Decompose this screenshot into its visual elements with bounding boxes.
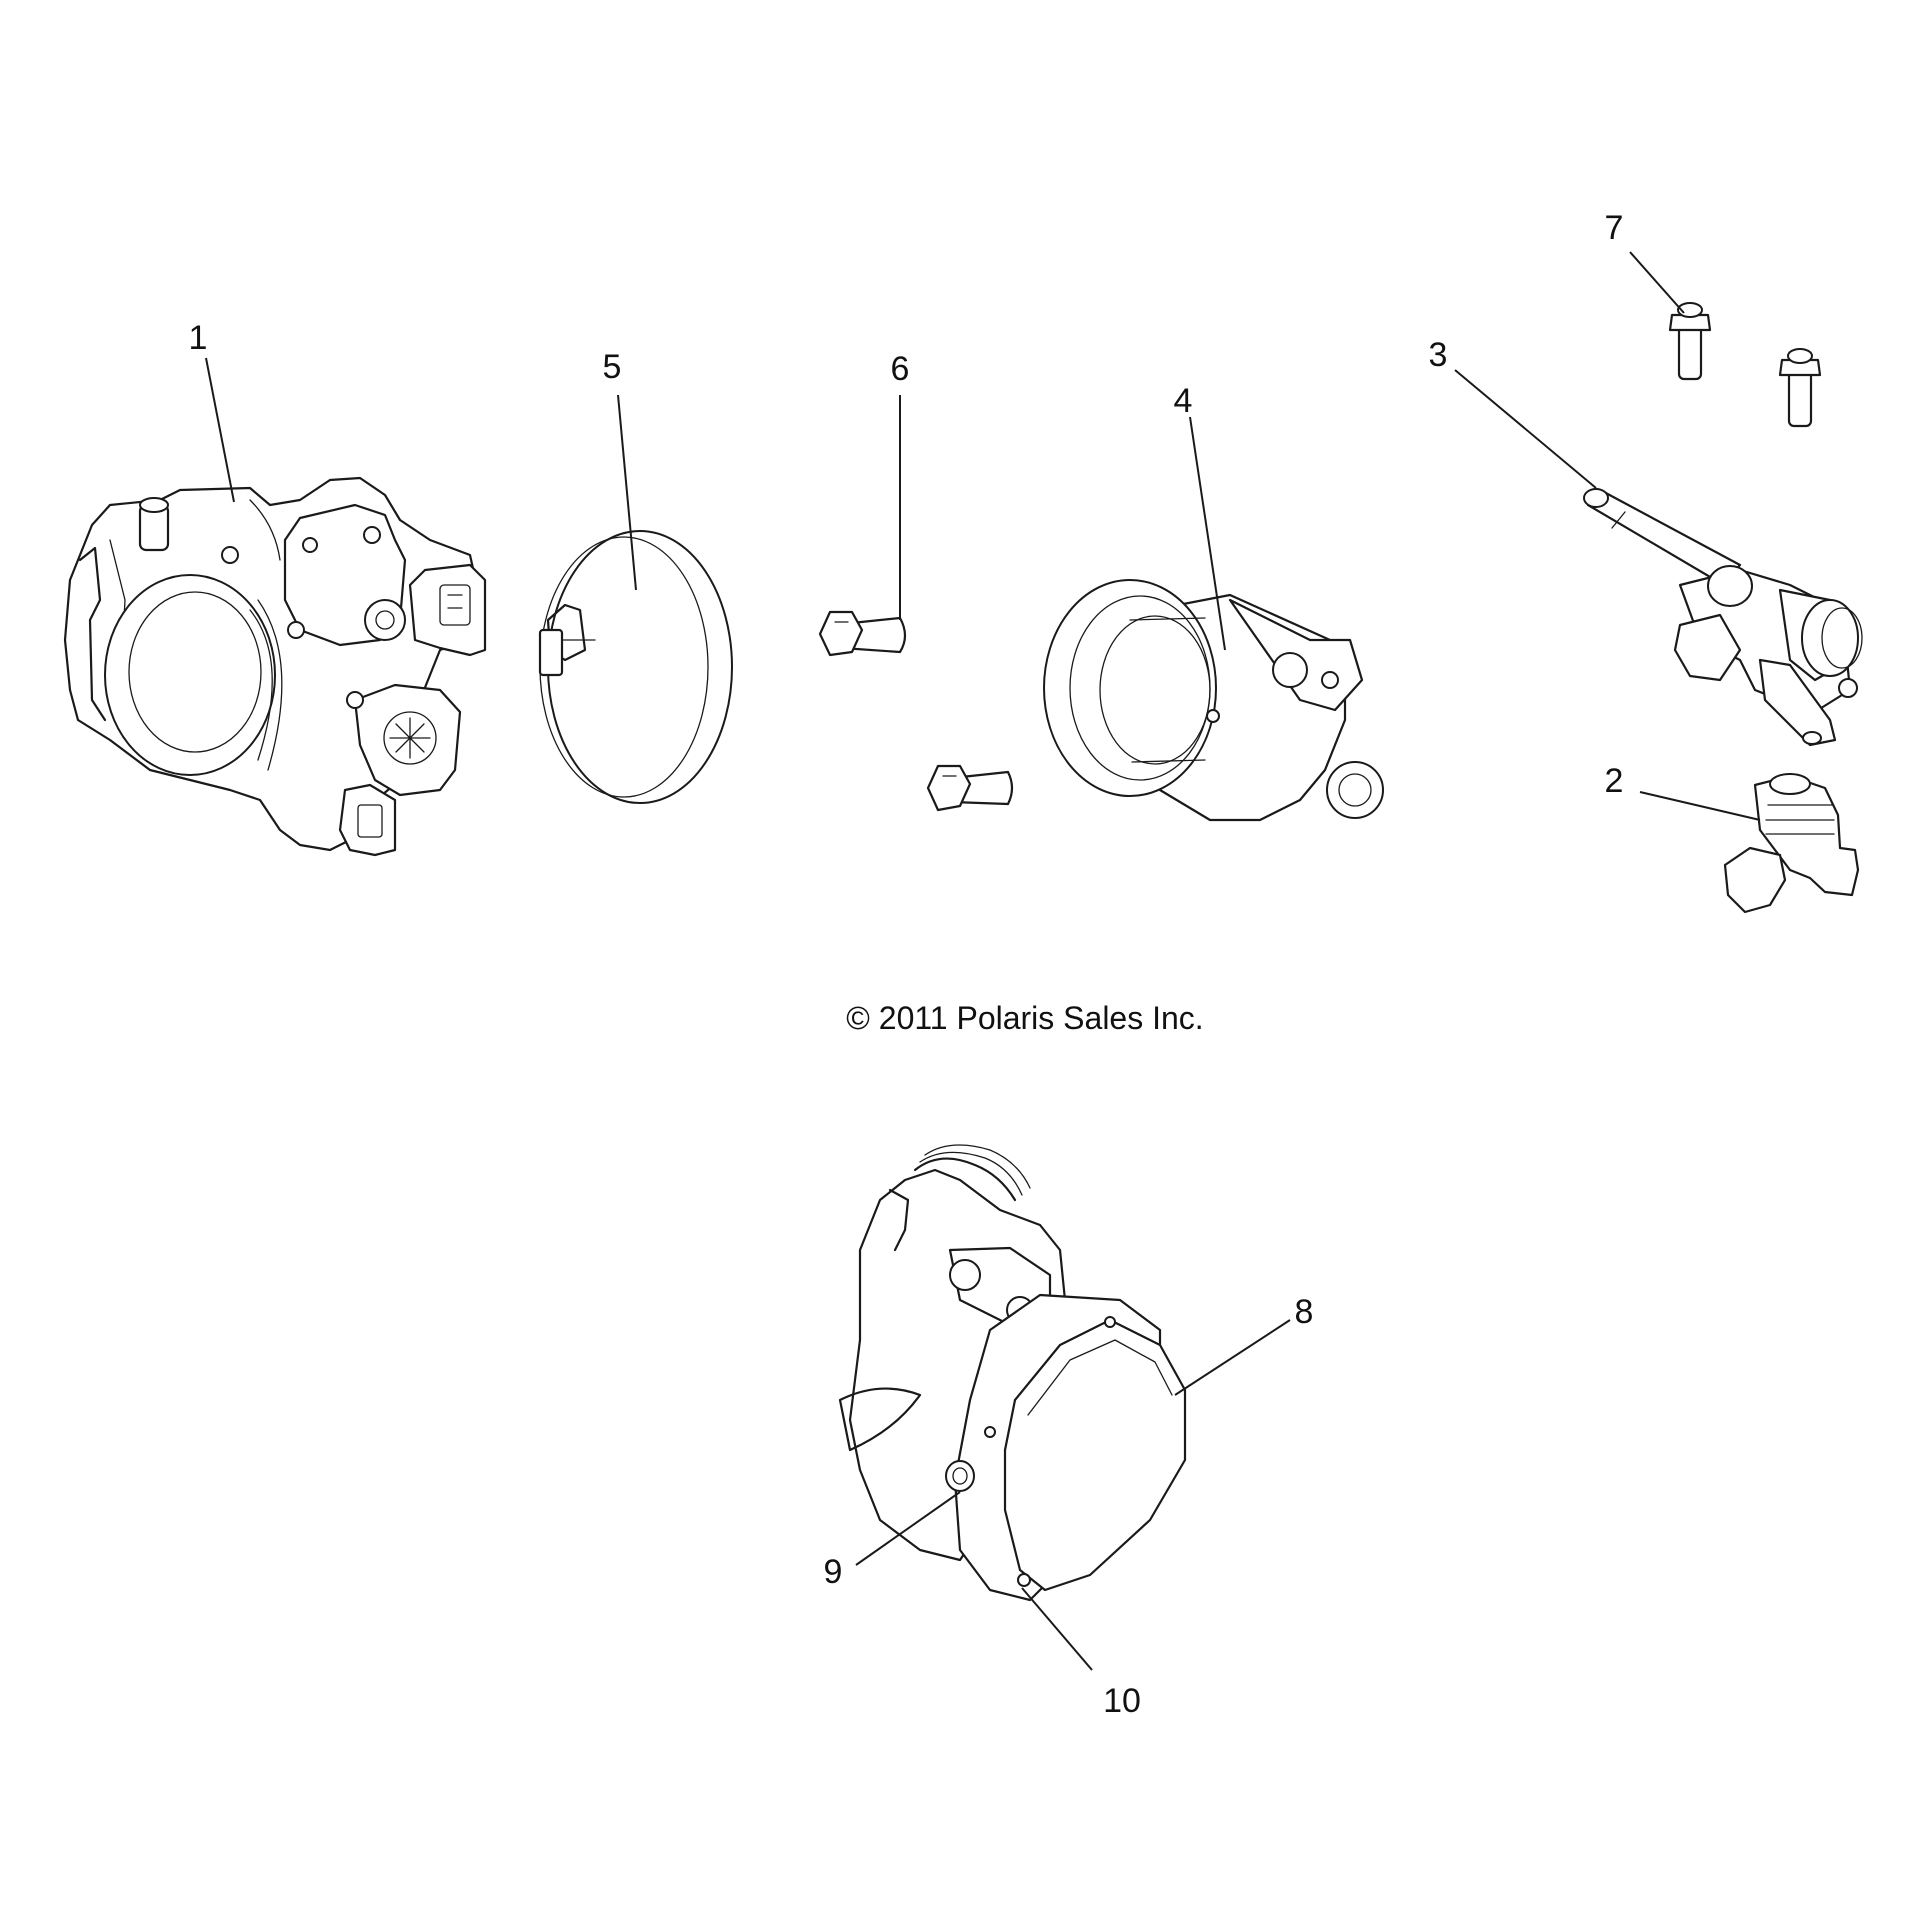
bolt-upper: [818, 610, 907, 657]
callout-5: 5: [603, 348, 622, 386]
screw-lower: [1778, 348, 1822, 428]
part-3-fuel-rail: [1583, 488, 1863, 747]
part-1-throttle-body: [63, 476, 487, 857]
callout-10: 10: [1103, 1682, 1141, 1720]
part-6-bolts: [818, 610, 1014, 812]
part-2-injector: [1723, 773, 1860, 914]
callout-numbers: 1 2 3 4 5 6 7 8 9 10: [189, 209, 1624, 1720]
callout-6: 6: [891, 350, 910, 388]
part-7-screws: [1668, 302, 1822, 428]
leader-lines: [205, 251, 1761, 1671]
callout-2: 2: [1605, 762, 1624, 800]
callout-8: 8: [1295, 1293, 1314, 1331]
callout-1: 1: [189, 319, 208, 357]
callout-4: 4: [1174, 382, 1193, 420]
callout-7: 7: [1605, 209, 1624, 247]
screw-upper: [1668, 302, 1712, 381]
callout-3: 3: [1429, 336, 1448, 374]
bolt-lower: [926, 764, 1014, 812]
part-5-hose-clamp: [538, 530, 733, 804]
part-4-adapter: [1043, 579, 1384, 822]
copyright-notice: © 2011 Polaris Sales Inc.: [846, 1000, 1203, 1036]
part-8-motor-assembly: [838, 1144, 1187, 1602]
callout-9: 9: [824, 1553, 843, 1591]
